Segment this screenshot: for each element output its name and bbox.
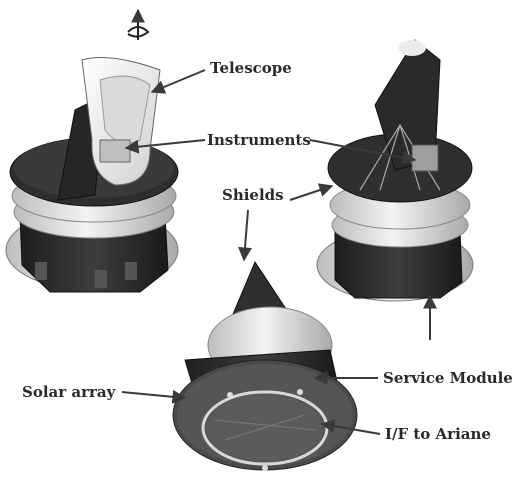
shields-arrow-right [290, 186, 332, 200]
spacecraft-right [317, 40, 473, 301]
right-instruments [412, 145, 438, 171]
shields-arrow-down [244, 210, 248, 260]
label-instruments: Instruments [207, 133, 311, 148]
label-shields: Shields [222, 188, 284, 203]
solar-array-arrow [122, 392, 185, 398]
label-interface-ariane: I/F to Ariane [385, 427, 491, 442]
spacecraft-left [6, 10, 178, 292]
label-solar-array: Solar array [22, 385, 115, 400]
label-telescope: Telescope [210, 61, 292, 76]
label-service-module: Service Module [383, 371, 513, 386]
spacecraft-bottom [173, 262, 357, 471]
left-instruments [100, 140, 130, 162]
